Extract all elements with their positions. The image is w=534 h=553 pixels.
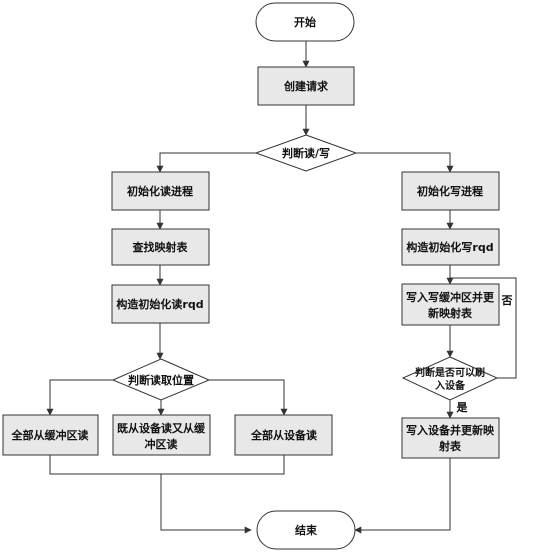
find-map-box: 查找映射表 [111, 228, 210, 266]
connectors [46, 41, 517, 534]
judge-read-pos-decision: 判断读取位置 [111, 358, 211, 401]
all-from-buffer-label: 全部从缓冲区读 [11, 428, 89, 442]
write-buffer-label-1: 写入写缓冲区并更 [406, 290, 495, 304]
build-read-rqd-label: 构造初始化读rqd [116, 297, 203, 311]
end-terminal: 结束 [256, 510, 356, 550]
edge-label-no: 否 [501, 294, 513, 307]
judge-read-pos-label: 判断读取位置 [128, 373, 194, 387]
find-map-label: 查找映射表 [133, 240, 189, 254]
judge-rw-label: 判断读/写 [282, 146, 330, 160]
all-from-device-box: 全部从设备读 [234, 414, 333, 456]
init-write-label: 初始化写进程 [417, 184, 483, 198]
judge-flush-decision: 判断是否可以刷 入设备 [401, 356, 499, 401]
init-write-box: 初始化写进程 [401, 171, 500, 211]
write-device-box: 写入设备并更新映 射表 [401, 417, 500, 459]
write-device-label-2: 射表 [438, 439, 462, 453]
write-buffer-label-2: 新映射表 [428, 306, 473, 320]
start-terminal: 开始 [255, 2, 355, 42]
all-from-device-label: 全部从设备读 [250, 428, 317, 442]
start-label: 开始 [294, 15, 316, 29]
end-label: 结束 [294, 523, 318, 537]
create-request-label: 创建请求 [283, 79, 329, 93]
build-write-rqd-box: 构造初始化写rqd [401, 228, 500, 266]
both-read-label-1: 既从设备读又从缓 [117, 421, 206, 435]
both-read-label-2: 冲区读 [145, 437, 178, 451]
init-read-box: 初始化读进程 [111, 171, 210, 211]
judge-flush-label-2: 入设备 [435, 379, 466, 392]
create-request-box: 创建请求 [257, 66, 355, 106]
build-write-rqd-label: 构造初始化写rqd [406, 240, 493, 254]
init-read-label: 初始化读进程 [127, 184, 193, 198]
judge-rw-decision: 判断读/写 [254, 134, 358, 172]
judge-flush-label-1: 判断是否可以刷 [415, 366, 485, 379]
write-device-label-1: 写入设备并更新映 [406, 423, 495, 437]
edge-label-yes: 是 [456, 401, 469, 414]
all-from-buffer-box: 全部从缓冲区读 [2, 414, 99, 456]
both-read-box: 既从设备读又从缓 冲区读 [112, 414, 211, 456]
write-buffer-box: 写入写缓冲区并更 新映射表 [401, 283, 500, 326]
build-read-rqd-box: 构造初始化读rqd [111, 284, 210, 324]
